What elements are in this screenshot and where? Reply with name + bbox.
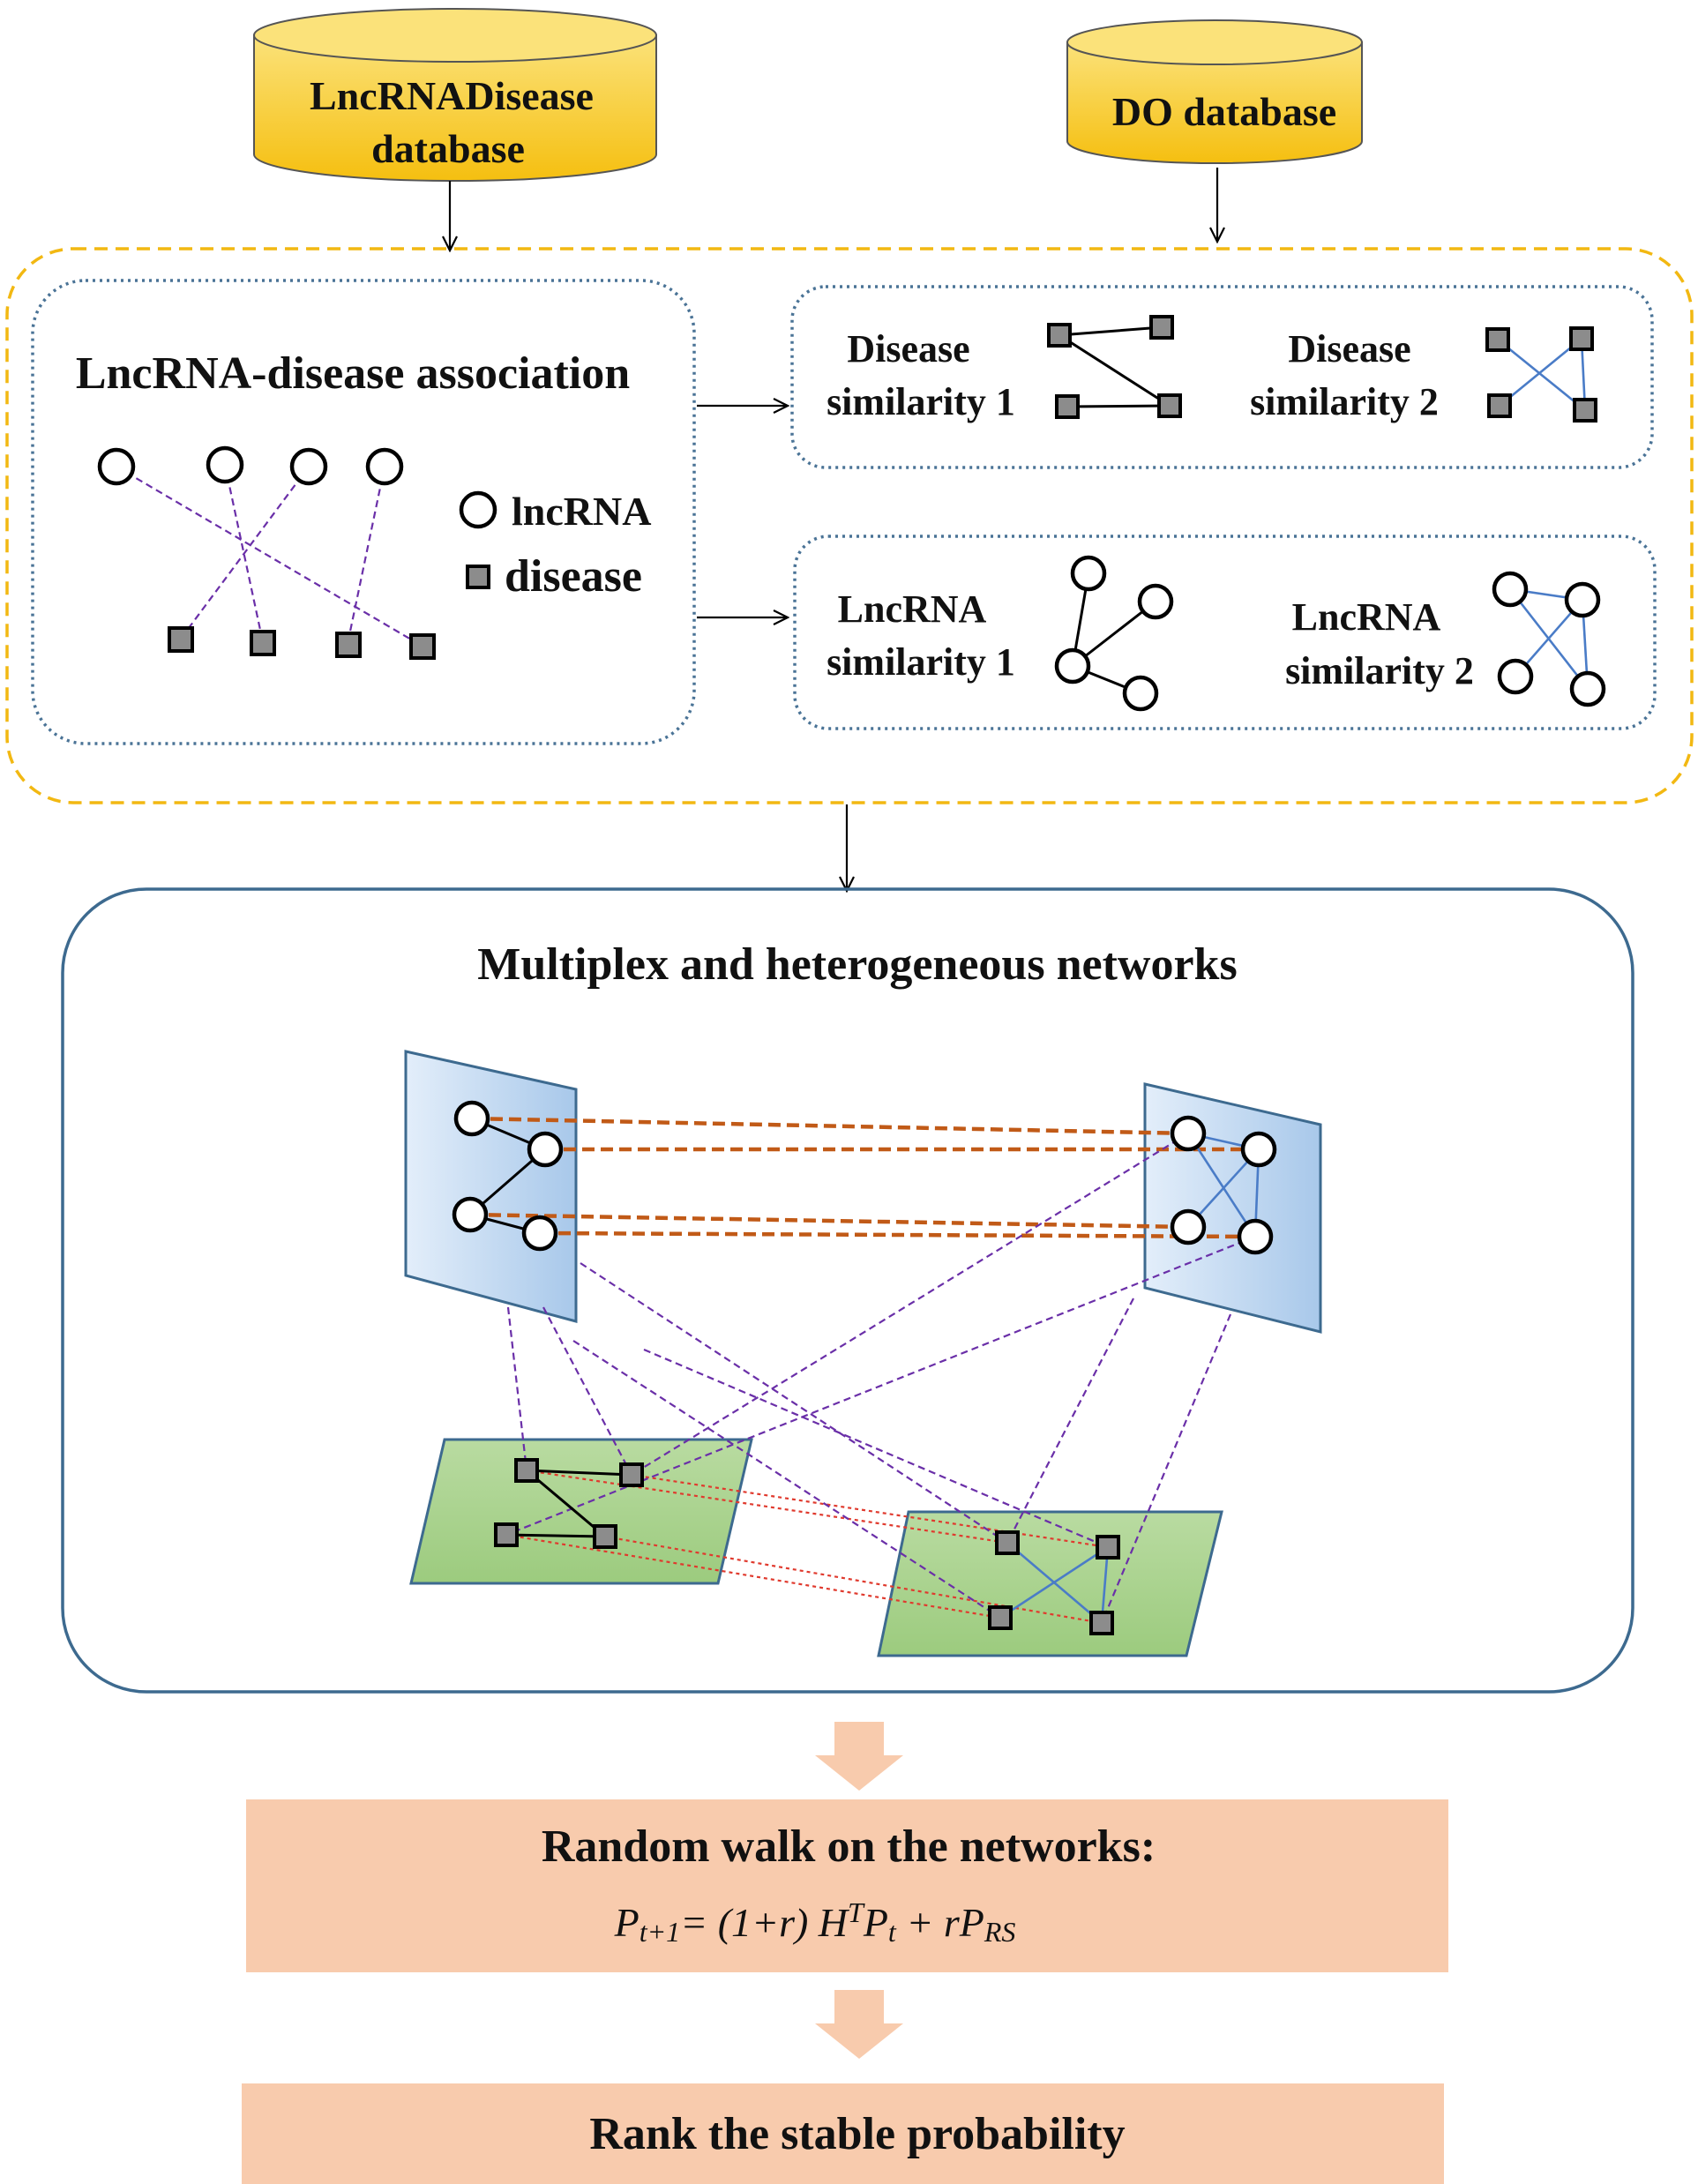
legend-disease-label: disease: [505, 551, 642, 602]
network-box: [61, 887, 1634, 1694]
lncrna-node: [365, 447, 404, 486]
disease-node: [1485, 327, 1510, 352]
disease-node: [335, 632, 362, 658]
lncrna-node: [1170, 1115, 1207, 1152]
disease-node: [1149, 315, 1174, 340]
disease-similarity-2-label-2: similarity 2: [1250, 380, 1439, 423]
lncrna-node: [453, 1100, 490, 1137]
disease-node: [1089, 1611, 1114, 1635]
disease-node: [1055, 394, 1080, 419]
do-database-cylinder: DO database: [1066, 19, 1363, 164]
lncrna-node: [289, 447, 328, 486]
lncrna-layer-1-graph: [452, 1100, 564, 1252]
disease-node: [409, 633, 436, 660]
disease-node: [995, 1530, 1020, 1555]
lncrna-node: [1054, 647, 1091, 684]
association-graph: [97, 445, 436, 660]
lncrna-node: [527, 1131, 564, 1168]
disease-similarity-box: [790, 285, 1654, 469]
lncrna-node: [452, 1196, 489, 1233]
lncrna-similarity-box: [793, 535, 1657, 730]
lncrna-similarity-2-graph: [1492, 571, 1606, 707]
disease-similarity-1-label-2: similarity 1: [827, 380, 1015, 423]
lncrna-node: [1122, 675, 1159, 712]
lncrna-node: [97, 447, 136, 486]
disease-node: [1157, 393, 1182, 418]
lncrna-node: [1240, 1131, 1277, 1168]
disease-layer-1: [409, 1438, 753, 1585]
lncrnadisease-db-label-1: LncRNADisease: [310, 73, 594, 118]
lncrna-node: [1137, 583, 1174, 620]
lncrna-node: [1070, 555, 1107, 592]
disease-node: [1047, 323, 1072, 348]
do-db-label: DO database: [1112, 89, 1336, 134]
disease-node: [514, 1458, 539, 1483]
rank-title: Rank the stable probability: [589, 2109, 1125, 2159]
disease-node: [1096, 1535, 1120, 1559]
arrow-to-rank: [815, 1990, 903, 2059]
lncrnadisease-db-label-2: database: [371, 126, 525, 171]
arrow-to-random-walk: [815, 1722, 903, 1791]
disease-similarity-2-graph: [1485, 326, 1597, 423]
disease-node: [1573, 398, 1597, 423]
lncrna-node: [206, 445, 244, 484]
lncrna-layer-1: [404, 1050, 578, 1323]
legend-lncrna-label: lncRNA: [512, 489, 651, 534]
disease-node: [619, 1462, 644, 1487]
lncrna-layer-2: [1143, 1082, 1322, 1334]
data-sources-group-border: [5, 247, 1694, 804]
disease-node: [1569, 326, 1594, 351]
disease-similarity-2-label-1: Disease: [1288, 327, 1410, 370]
lncrna-similarity-1-graph: [1054, 555, 1174, 712]
random-walk-formula: Pt+1= (1+r) HTPt + rPRS: [614, 1896, 1016, 1948]
lncrnadisease-database-cylinder: LncRNADisease database: [253, 8, 657, 182]
disease-node: [250, 630, 276, 656]
disease-node: [593, 1524, 617, 1549]
disease-node: [988, 1605, 1013, 1630]
random-walk-title: Random walk on the networks:: [542, 1821, 1156, 1872]
association-box: [31, 279, 696, 745]
disease-similarity-1-label-1: Disease: [847, 327, 969, 370]
lncrna-node: [1497, 658, 1534, 695]
lncrna-similarity-1-label-1: LncRNA: [838, 587, 987, 631]
random-walk-box: [246, 1799, 1448, 1972]
lncrna-similarity-2-label-1: LncRNA: [1292, 595, 1441, 639]
network-title: Multiplex and heterogeneous networks: [477, 939, 1237, 990]
lncrna-similarity-2-label-2: similarity 2: [1285, 649, 1474, 692]
disease-node: [168, 626, 194, 653]
legend-disease-icon: [466, 565, 490, 589]
lncrna-node: [521, 1215, 558, 1252]
disease-layer-2-graph: [988, 1530, 1120, 1635]
disease-node: [494, 1522, 519, 1547]
rank-box: [242, 2083, 1444, 2184]
lncrna-similarity-1-label-2: similarity 1: [827, 640, 1015, 684]
lncrna-node: [1237, 1218, 1274, 1255]
disease-node: [1487, 393, 1512, 418]
lncrna-node: [1492, 571, 1529, 608]
lncrna-node: [1569, 670, 1606, 707]
disease-layer-1-graph: [494, 1458, 644, 1549]
lncrna-node: [1564, 581, 1601, 618]
legend-lncrna-icon: [459, 490, 497, 529]
association-title: LncRNA-disease association: [76, 348, 630, 399]
disease-similarity-1-graph: [1047, 315, 1182, 419]
lncrna-layer-2-graph: [1170, 1115, 1277, 1255]
lncrna-node: [1170, 1208, 1207, 1245]
